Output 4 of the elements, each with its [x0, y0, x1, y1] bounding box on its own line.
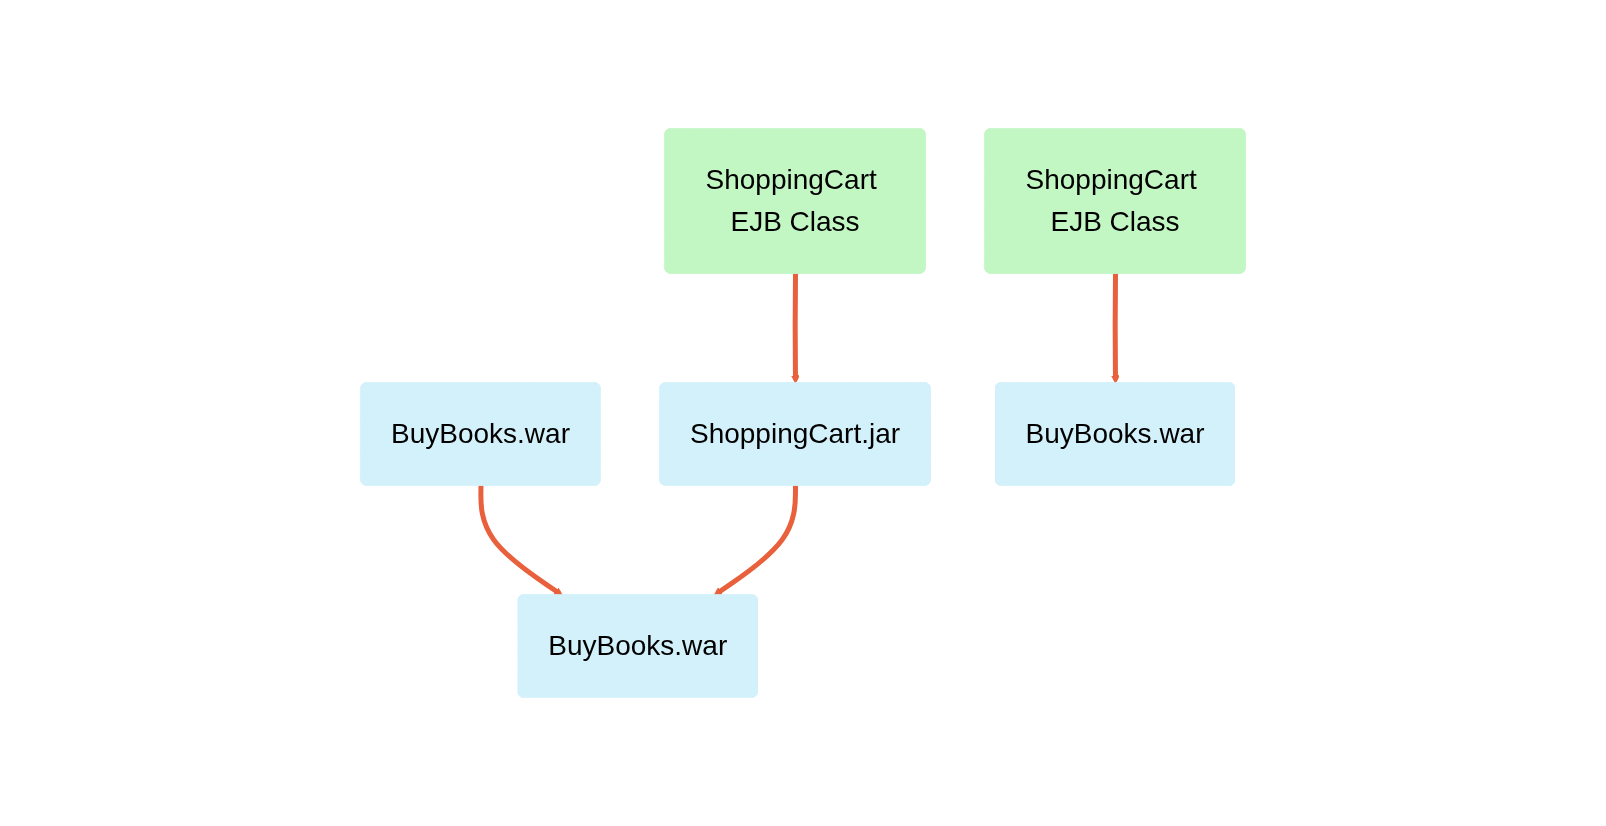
arrow — [791, 273, 800, 384]
arrow — [1111, 273, 1120, 384]
arrow — [478, 485, 563, 596]
arrow — [713, 485, 798, 596]
